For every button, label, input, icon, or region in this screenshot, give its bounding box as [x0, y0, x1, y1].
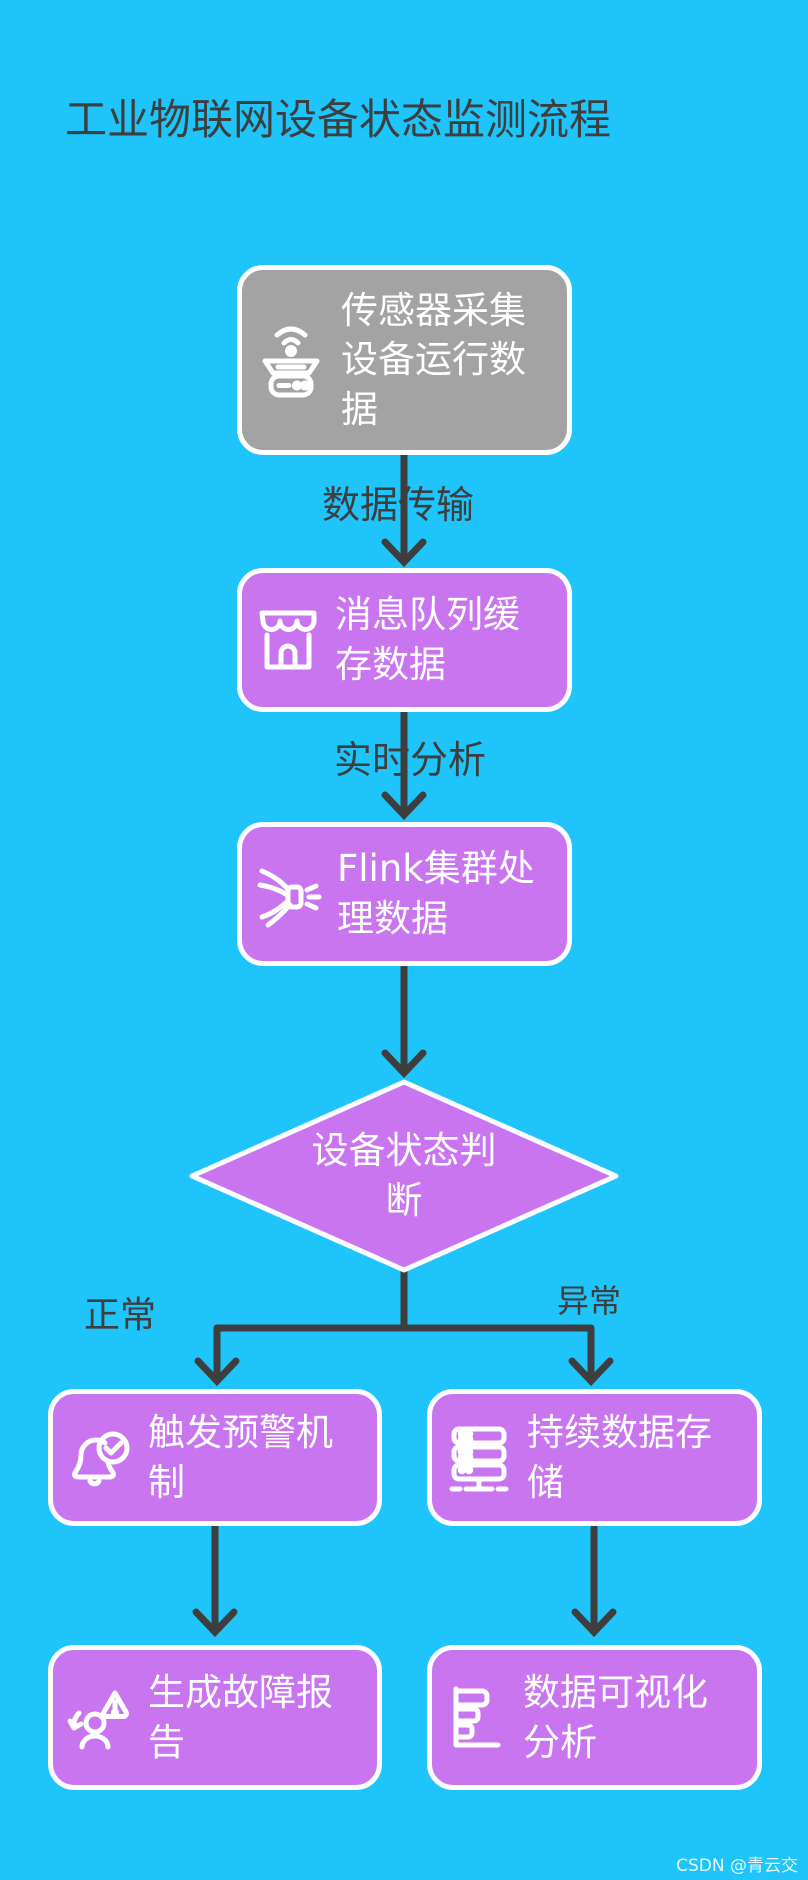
node-sensor-collect: 传感器采集设备运行数据: [237, 265, 572, 455]
edge-alert-to-report: [192, 1522, 238, 1638]
user-alert-icon: [65, 1683, 135, 1753]
node-flink-cluster: Flink集群处理数据: [237, 822, 572, 966]
watermark: CSDN @青云交: [676, 1856, 798, 1876]
server-stack-icon: [444, 1423, 514, 1493]
edge-flink-to-decision: [381, 962, 427, 1079]
node-label: Flink集群处理数据: [337, 847, 535, 940]
node-label: 传感器采集设备运行数据: [341, 288, 526, 431]
edge-label-realtime: 实时分析: [334, 738, 487, 782]
bar-chart-icon: [444, 1683, 510, 1753]
bell-check-icon: [65, 1423, 135, 1493]
node-label: 持续数据存储: [527, 1410, 712, 1504]
diamond-shape: [189, 1079, 619, 1273]
edge-decision-branches: [194, 1264, 614, 1387]
node-label: 数据可视化分析: [523, 1670, 708, 1764]
node-trigger-alert: 触发预警机制: [48, 1389, 382, 1526]
edge-queue-to-flink: [381, 708, 427, 821]
node-data-storage: 持续数据存储: [427, 1389, 762, 1526]
node-data-visualization: 数据可视化分析: [427, 1645, 762, 1790]
sensor-wifi-icon: [254, 320, 328, 400]
page-title: 工业物联网设备状态监测流程: [64, 95, 611, 144]
node-label: 触发预警机制: [148, 1410, 333, 1504]
node-label: 生成故障报告: [148, 1670, 333, 1764]
edge-storage-to-visual: [571, 1522, 617, 1638]
node-label: 设备状态判断: [311, 1129, 497, 1222]
node-message-queue: 消息队列缓存数据: [237, 568, 572, 712]
stream-spray-icon: [254, 859, 324, 929]
edge-label-abnormal: 异常: [557, 1282, 622, 1320]
edge-label-normal: 正常: [84, 1295, 157, 1336]
node-label: 消息队列缓存数据: [335, 593, 520, 686]
edge-sensor-to-queue: [381, 448, 427, 568]
node-fault-report: 生成故障报告: [48, 1645, 382, 1790]
storefront-icon: [254, 605, 322, 675]
edge-label-transfer: 数据传输: [322, 483, 475, 527]
node-status-decision: 设备状态判断: [186, 1078, 622, 1274]
